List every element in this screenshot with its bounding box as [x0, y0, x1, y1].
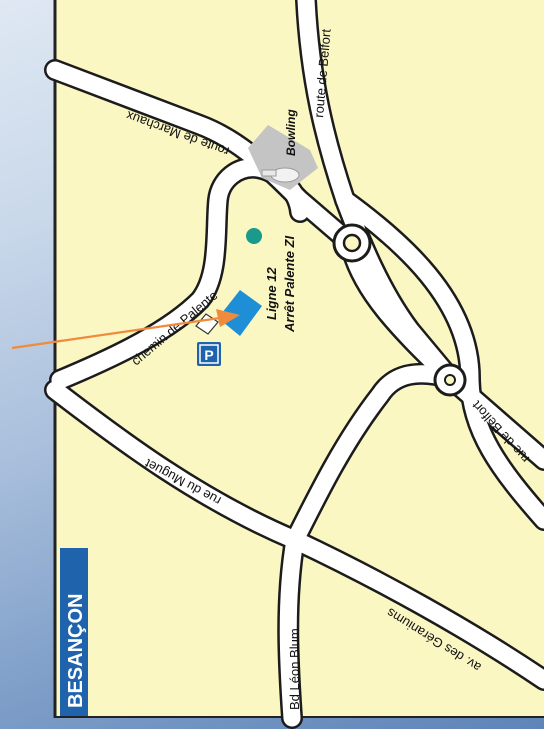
road-network-fill: [46, 0, 544, 727]
bus-stop-marker[interactable]: [246, 228, 262, 244]
bd-leon-blum-label: Bd Léon Blum: [287, 628, 302, 710]
parking-icon: P: [204, 347, 213, 363]
roundabout-south: [433, 363, 467, 397]
parking-sign[interactable]: P: [197, 342, 221, 366]
bus-stop-label: Arrêt Palente ZI: [282, 236, 297, 333]
bd-leon-blum-fill: [279, 531, 304, 727]
chemin-de-palente-fill: [51, 159, 267, 389]
av-des-geraniums-fill: [286, 365, 459, 549]
bus-line-label: Ligne 12: [264, 266, 279, 320]
roundabout-north: [332, 223, 372, 263]
location-arrow: [11, 309, 240, 350]
bowling-label: Bowling: [284, 109, 298, 156]
city-banner-label: BESANÇON: [65, 594, 87, 708]
city-banner: [60, 548, 88, 716]
bowling-building: [248, 125, 318, 190]
east-bypass-fill: [336, 191, 544, 529]
